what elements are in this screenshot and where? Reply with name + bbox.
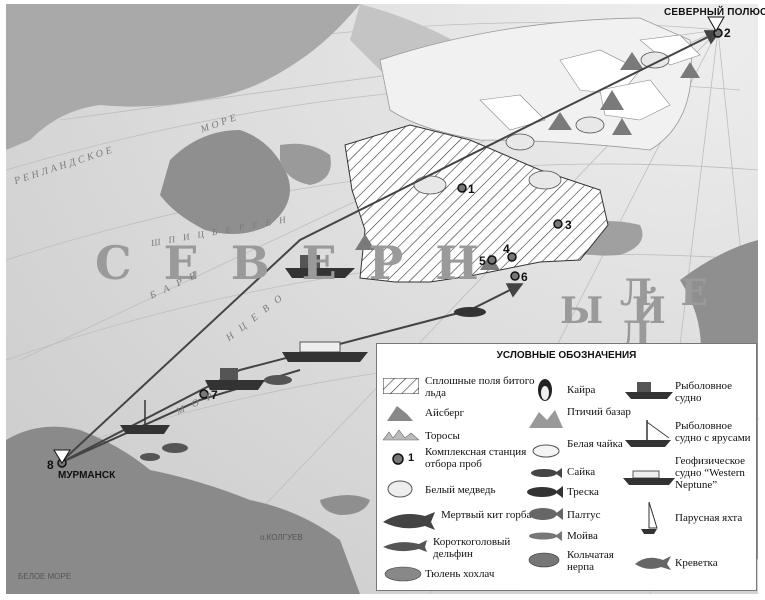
murmansk-label: МУРМАНСК xyxy=(58,470,116,481)
capelin-icon xyxy=(529,531,562,541)
murmansk-marker xyxy=(53,449,71,464)
legend-shrimp: Креветка xyxy=(675,557,718,569)
sampling-stations xyxy=(57,28,723,468)
sea-label-north-2: Ы Й xyxy=(560,290,674,332)
dolphin-icon xyxy=(383,540,427,552)
iceberg-icon xyxy=(387,406,413,421)
ringed-seal-icon xyxy=(528,552,560,568)
legend-title: УСЛОВНЫЕ ОБОЗНАЧЕНИЯ xyxy=(496,350,637,361)
legend-guillemot: Кайра xyxy=(567,384,596,396)
halibut-icon xyxy=(529,508,563,520)
station-label-8: 8 xyxy=(47,458,54,472)
polar-bear-icon xyxy=(387,480,413,498)
geo-vessel-icon xyxy=(623,470,675,485)
legend-station-num: 1 xyxy=(408,452,415,464)
legend-iceberg: Айсберг xyxy=(425,407,465,419)
ice-floes xyxy=(479,34,701,131)
legend-station: Комплексная станция отбора проб xyxy=(425,446,527,470)
legend-capelin: Мойва xyxy=(567,530,598,542)
station-label-2: 2 xyxy=(724,26,731,40)
station-label-4: 4 xyxy=(503,242,510,256)
legend-yacht: Парусная яхта xyxy=(675,512,743,524)
upper-right-ice xyxy=(379,17,693,151)
shrimp-icon xyxy=(635,556,671,570)
longline-vessel xyxy=(120,400,170,434)
vessels xyxy=(120,255,368,434)
legend-dolphin: Короткоголовый дельфин xyxy=(433,536,511,560)
broken-ice-icon xyxy=(383,378,419,394)
legend-whale: Мертвый кит горбач xyxy=(441,509,537,521)
legend-longline-vessel: Рыболовное судно с ярусами xyxy=(675,420,751,444)
longline-vessel-icon xyxy=(625,420,671,447)
legend-bear: Белый медведь xyxy=(425,484,496,496)
kolguev-label: о.КОЛГУЕВ xyxy=(260,533,303,542)
station-icon xyxy=(392,453,404,465)
legend-panel: УСЛОВНЫЕ ОБОЗНАЧЕНИЯ Сплошные поля битог… xyxy=(376,343,757,591)
svalbard-island xyxy=(280,143,331,185)
kola-land xyxy=(6,426,360,594)
geo-vessel xyxy=(282,341,368,362)
beloe-label: БЕЛОЕ МОРЕ xyxy=(18,572,72,581)
hummocks-icon xyxy=(383,429,419,441)
guillemot-icon xyxy=(538,379,552,401)
polar-bears xyxy=(413,51,670,195)
fish xyxy=(140,307,486,461)
legend-seal: Тюлень хохлач xyxy=(425,568,495,580)
kolguev-island xyxy=(320,495,370,515)
station-label-5: 5 xyxy=(479,254,486,268)
station-label-1: 1 xyxy=(468,182,475,196)
seal-icon xyxy=(384,566,422,582)
svalbard-land xyxy=(160,130,290,234)
sea-label-north: С Е В Е Р Н xyxy=(95,236,487,290)
station-label-3: 3 xyxy=(565,218,572,232)
legend-gull: Белая чайка xyxy=(567,438,623,450)
legend-fishing-vessel: Рыболовное судно xyxy=(675,380,733,404)
station-label-6: 6 xyxy=(521,270,528,284)
yacht-icon xyxy=(641,501,658,534)
greenland-land xyxy=(6,4,360,150)
fishing-vessel-1 xyxy=(285,255,355,278)
fishing-vessel-icon xyxy=(625,382,673,399)
legend-saithe: Сайка xyxy=(567,466,596,478)
sea-label-ice: Л Е Д xyxy=(620,272,716,356)
north-pole-label: СЕВЕРНЫЙ ПОЛЮС xyxy=(664,7,765,18)
cod-icon xyxy=(527,486,563,498)
whale-icon xyxy=(383,512,435,530)
broken-ice-field xyxy=(344,124,609,283)
station-label-7: 7 xyxy=(211,388,218,402)
legend-bird-colony: Птичий базар xyxy=(567,406,631,418)
fishing-vessel-2 xyxy=(205,368,265,390)
legend-halibut: Палтус xyxy=(567,509,601,521)
north-pole-marker xyxy=(707,16,725,33)
legend-cod: Треска xyxy=(567,486,599,498)
legend-hummocks: Торосы xyxy=(425,430,460,442)
gull-icon xyxy=(532,444,560,458)
legend-geo-vessel: Геофизическое судно “Western Neptune” xyxy=(675,455,746,491)
legend-ringed-seal: Кольчатая нерпа xyxy=(567,549,614,573)
legend-ice: Сплошные поля битого льда xyxy=(425,375,535,399)
bird-colony-icon xyxy=(529,410,563,428)
saithe-icon xyxy=(531,468,562,478)
